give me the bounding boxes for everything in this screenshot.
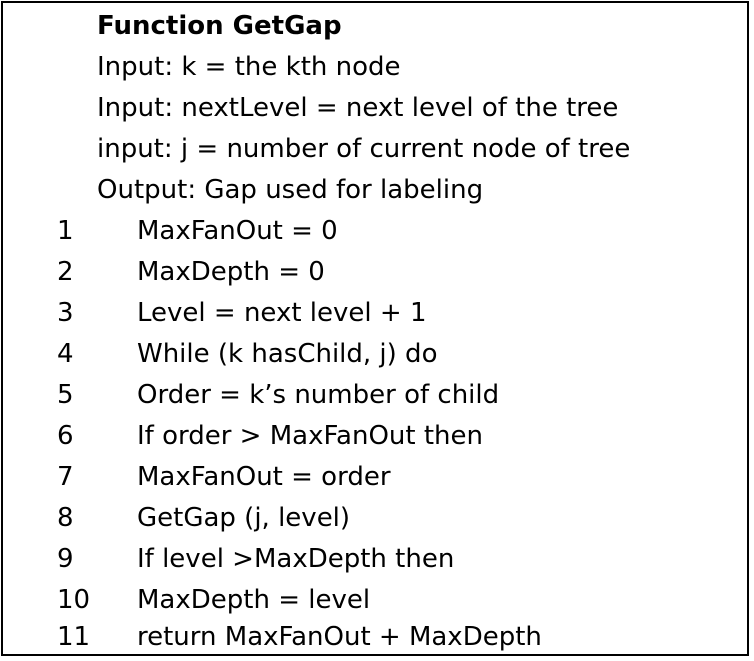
output-line: Output: Gap used for labeling	[97, 175, 484, 205]
step-number: 8	[57, 503, 74, 533]
step-text: Level = next level + 1	[137, 298, 427, 328]
input-nextlevel-line: Input: nextLevel = next level of the tre…	[97, 93, 619, 123]
algorithm-title: Function GetGap	[97, 11, 342, 41]
step-number: 3	[57, 298, 74, 328]
input-j-line: input: j = number of current node of tre…	[97, 134, 631, 164]
step-number: 10	[57, 585, 91, 615]
step-number: 1	[57, 216, 74, 246]
step-number: 2	[57, 257, 74, 287]
step-text: If order > MaxFanOut then	[137, 421, 484, 451]
step-text: MaxDepth = level	[137, 585, 371, 615]
step-text: MaxFanOut = 0	[137, 216, 338, 246]
step-number: 6	[57, 421, 74, 451]
step-text: Order = k’s number of child	[137, 380, 500, 410]
step-number: 11	[57, 622, 91, 652]
step-number: 9	[57, 544, 74, 574]
input-k-line: Input: k = the kth node	[97, 52, 401, 82]
step-text: GetGap (j, level)	[137, 503, 351, 533]
step-text: MaxDepth = 0	[137, 257, 325, 287]
step-text: If level >MaxDepth then	[137, 544, 455, 574]
step-number: 7	[57, 462, 74, 492]
step-text: While (k hasChild, j) do	[137, 339, 438, 369]
step-text: MaxFanOut = order	[137, 462, 391, 492]
step-number: 4	[57, 339, 74, 369]
step-text: return MaxFanOut + MaxDepth	[137, 622, 542, 652]
step-number: 5	[57, 380, 74, 410]
